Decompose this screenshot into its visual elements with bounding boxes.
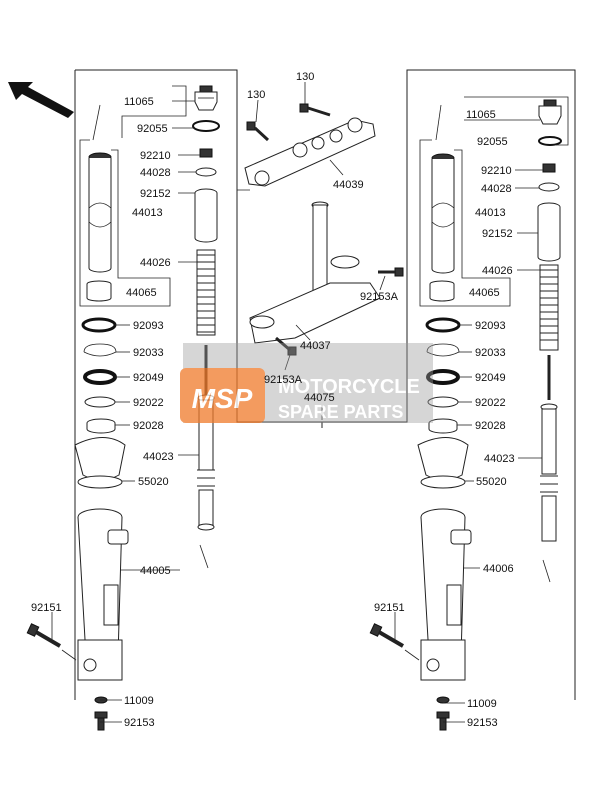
label-92028-left: 92028 [133, 420, 164, 432]
seal-92093-left [81, 317, 117, 333]
label-44013-left: 44013 [132, 207, 163, 219]
outer-tube-44005-left [77, 508, 129, 681]
right-fork-assembly [369, 99, 562, 731]
label-44028-left: 44028 [140, 167, 171, 179]
o-ring-92055-left [192, 120, 220, 132]
seal-92093-right [425, 317, 461, 333]
cap-bolt-11065-right [538, 99, 562, 125]
label-92153A-2: 92153A [264, 374, 303, 386]
part-labels: 11065 92055 92210 44028 92152 44013 4402… [31, 71, 515, 729]
label-92022-right: 92022 [475, 397, 506, 409]
watermark: MSP MOTORCYCLE SPARE PARTS [180, 343, 433, 423]
label-11065-left: 11065 [124, 96, 154, 108]
label-44026-left: 44026 [140, 257, 171, 269]
label-92055-left: 92055 [137, 123, 168, 135]
dust-cover-55020-right [417, 437, 469, 489]
label-92028-right: 92028 [475, 420, 506, 432]
gasket-11009-right [436, 696, 450, 704]
outer-tube-44006-right [420, 508, 472, 681]
label-11009-left: 11009 [124, 695, 154, 707]
label-44026-right: 44026 [482, 265, 513, 277]
clip-92033-right [426, 343, 460, 357]
cap-bolt-11065-left [194, 85, 218, 111]
dust-cover-55020-left [74, 437, 126, 489]
oil-seal-92049-left [83, 369, 117, 385]
bolt-92153-right [436, 711, 450, 731]
clip-92033-left [83, 343, 117, 357]
bolt-130-a [246, 121, 270, 142]
label-92093-left: 92093 [133, 320, 164, 332]
label-92153A-1: 92153A [360, 291, 399, 303]
label-55020-left: 55020 [138, 476, 169, 488]
watermark-logo-box [180, 368, 265, 423]
washer-44028-right [538, 182, 560, 192]
label-44023-right: 44023 [484, 453, 515, 465]
label-92033-left: 92033 [133, 347, 164, 359]
nut-92210-right [542, 163, 556, 173]
o-ring-92055-right [538, 136, 562, 146]
washer-92022-left [84, 396, 116, 408]
bolt-92151-right [369, 623, 405, 648]
label-130-a: 130 [247, 89, 265, 101]
label-44075: 44075 [304, 392, 335, 404]
label-92151-left: 92151 [31, 602, 62, 614]
label-44013-right: 44013 [475, 207, 506, 219]
label-92153-right: 92153 [467, 717, 498, 729]
steering-stem-44037 [249, 201, 381, 344]
nut-92210-left [199, 148, 213, 158]
label-11009-right: 11009 [467, 698, 497, 710]
watermark-logo: MSP [192, 383, 253, 414]
spacer-92152-right [537, 202, 561, 262]
label-92153-left: 92153 [124, 717, 155, 729]
leader-lines [51, 82, 569, 723]
label-92210-left: 92210 [140, 150, 171, 162]
label-11065-right: 11065 [466, 109, 496, 121]
label-44065-right: 44065 [469, 287, 500, 299]
bolt-92153A-2 [275, 336, 297, 356]
label-44028-right: 44028 [481, 183, 512, 195]
center-frame [237, 69, 576, 700]
label-44006-right: 44006 [483, 563, 514, 575]
label-44023-left: 44023 [143, 451, 174, 463]
label-44039: 44039 [333, 179, 364, 191]
label-92049-right: 92049 [475, 372, 506, 384]
inner-tube-44013-left [88, 152, 112, 273]
bushing-44065-left [86, 280, 112, 302]
spacer-92152-left [194, 188, 218, 243]
washer-44028-left [195, 167, 217, 177]
bushing-44065-right [429, 280, 455, 302]
bushing-92028-right [428, 418, 458, 434]
bolt-92153-left [94, 711, 108, 731]
bushing-92028-left [86, 418, 116, 434]
bolt-92151-left [26, 623, 62, 648]
label-44037: 44037 [300, 340, 331, 352]
bolt-92153A-1 [378, 267, 404, 277]
upper-bracket-44039 [244, 117, 376, 187]
label-92210-right: 92210 [481, 165, 512, 177]
label-92033-right: 92033 [475, 347, 506, 359]
spring-44026-right [539, 264, 559, 351]
cylinder-44023-right [540, 403, 558, 542]
label-44005-left: 44005 [140, 565, 171, 577]
direction-arrow-icon [8, 82, 74, 118]
bolt-130-b [299, 103, 331, 117]
label-92151-right: 92151 [374, 602, 405, 614]
label-92022-left: 92022 [133, 397, 164, 409]
label-55020-right: 55020 [476, 476, 507, 488]
inner-tube-44013-right [431, 153, 455, 274]
spring-44026-left [196, 249, 216, 336]
label-92055-right: 92055 [477, 136, 508, 148]
label-92152-left: 92152 [140, 188, 171, 200]
watermark-line1: MOTORCYCLE [278, 376, 420, 398]
label-92093-right: 92093 [475, 320, 506, 332]
label-44065-left: 44065 [126, 287, 157, 299]
label-92049-left: 92049 [133, 372, 164, 384]
watermark-line2: SPARE PARTS [278, 402, 403, 422]
label-92152-right: 92152 [482, 228, 513, 240]
label-130-b: 130 [296, 71, 314, 83]
